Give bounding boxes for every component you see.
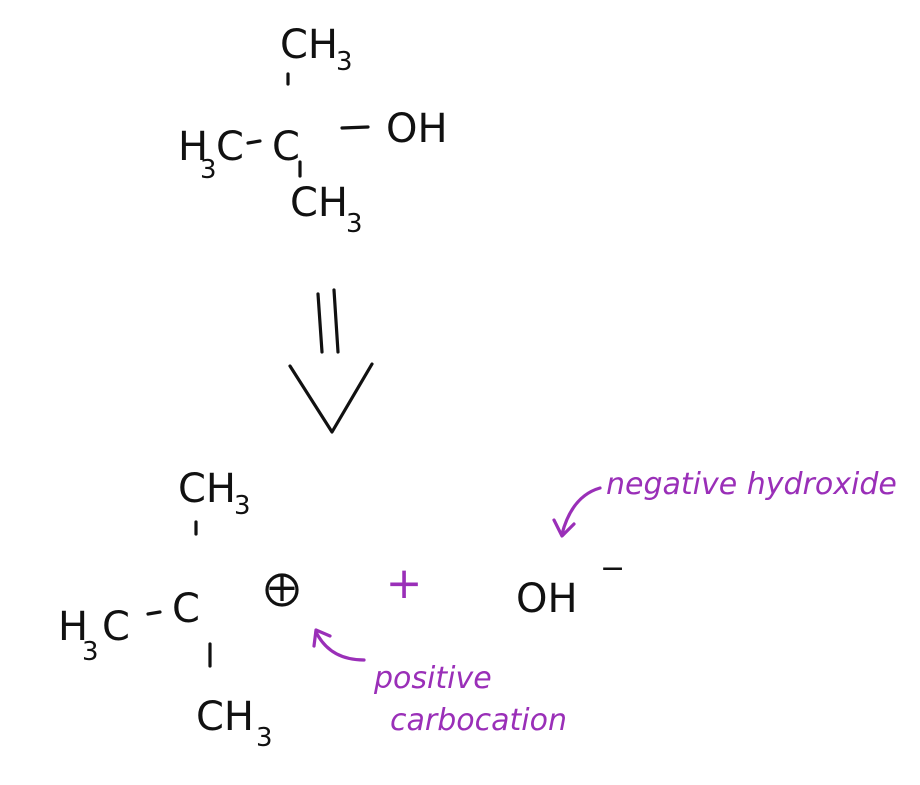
negative-hydroxide-arrow — [560, 486, 602, 536]
hydroxide-charge: − — [600, 551, 625, 586]
reactant-molecule: CH 3 H 3 C C OH CH 3 — [178, 22, 448, 239]
reactant-bond-left — [246, 139, 262, 145]
reactant-left-c: C — [216, 124, 244, 170]
reactant-top-sub: 3 — [336, 47, 353, 77]
reaction-arrow — [288, 288, 374, 434]
positive-carbocation-arrow — [314, 630, 366, 662]
product-bond-left — [146, 610, 162, 616]
product-top-group: CH — [178, 466, 236, 512]
reactant-left-sub: 3 — [200, 155, 217, 185]
reactant-bottom-group: CH — [290, 180, 348, 226]
annotation-positive-carbocation: positive carbocation — [312, 628, 567, 738]
reactant-top-group: CH — [280, 22, 338, 68]
hydroxide-formula: OH — [516, 576, 578, 622]
product-left-h: H — [58, 604, 88, 650]
charge-circle — [265, 573, 299, 607]
positive-carbocation-arrowhead — [312, 628, 332, 648]
plus-sign: + — [386, 558, 423, 609]
reactant-left-h: H — [178, 124, 208, 170]
arrow-shaft-left — [316, 292, 324, 354]
negative-hydroxide-arrowhead — [552, 518, 576, 538]
arrow-shaft-right — [332, 288, 340, 354]
product-carbocation: CH 3 H 3 C C + CH 3 — [58, 466, 299, 753]
carbocation-label: carbocation — [390, 703, 567, 738]
positive-charge: + — [265, 565, 299, 611]
reactant-bond-right — [340, 125, 370, 130]
reactant-hydroxyl: OH — [386, 106, 448, 152]
annotation-negative-hydroxide: negative hydroxide — [552, 467, 897, 538]
charge-symbol: + — [265, 565, 299, 611]
hydroxide-ion: OH − — [516, 551, 625, 622]
product-left-c: C — [102, 604, 130, 650]
product-top-sub: 3 — [234, 491, 251, 521]
reactant-bottom-sub: 3 — [346, 209, 363, 239]
product-bottom-group: CH — [196, 694, 254, 740]
negative-hydroxide-label: negative hydroxide — [606, 467, 897, 502]
reactant-center-carbon: C — [272, 124, 300, 170]
product-center-carbon: C — [172, 586, 200, 632]
arrow-head — [288, 362, 374, 434]
product-left-sub: 3 — [82, 637, 99, 667]
product-bottom-sub: 3 — [256, 723, 273, 753]
positive-label: positive — [373, 661, 492, 696]
